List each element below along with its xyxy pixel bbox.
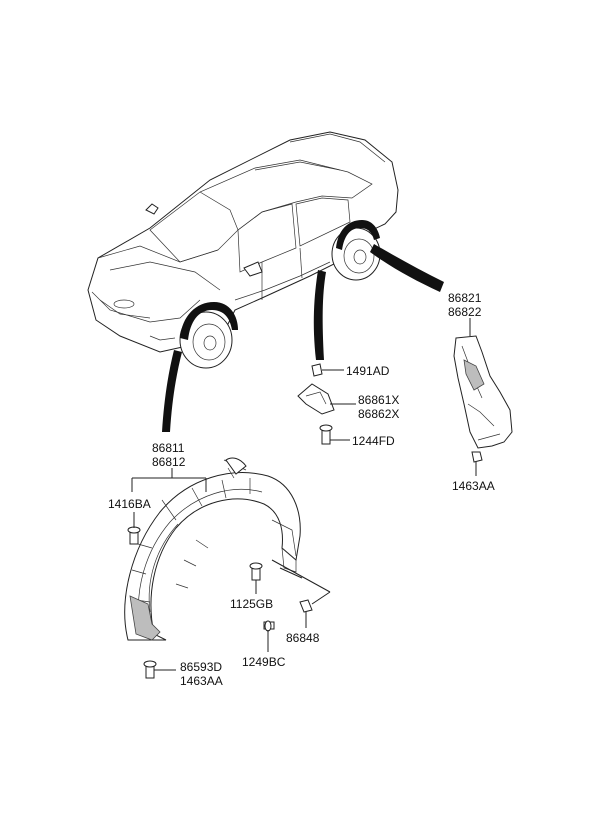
label-bottom-2: 1463AA bbox=[180, 674, 223, 688]
label-screw-left: 1416BA bbox=[108, 497, 151, 511]
label-rear-liner-1: 86821 bbox=[448, 291, 482, 305]
vehicle-illustration bbox=[87, 131, 399, 369]
label-rear-liner-2: 86822 bbox=[448, 305, 482, 319]
bracket-assembly bbox=[297, 363, 335, 445]
rear-fender-liner bbox=[453, 335, 513, 449]
label-bolt-bracket: 1244FD bbox=[352, 434, 395, 448]
fasteners bbox=[127, 451, 483, 679]
label-front-liner-2: 86812 bbox=[152, 455, 186, 469]
label-clip-top: 1491AD bbox=[346, 364, 390, 378]
label-screw-1125: 1125GB bbox=[230, 597, 273, 611]
front-fender-liner bbox=[124, 457, 301, 641]
label-clip-86848: 86848 bbox=[286, 631, 320, 645]
label-screw-1249: 1249BC bbox=[242, 655, 286, 669]
part-labels: 86811 86812 86821 86822 1463AA 1491AD 86… bbox=[108, 291, 495, 688]
label-bracket-2: 86862X bbox=[358, 407, 399, 421]
label-front-liner-1: 86811 bbox=[152, 441, 185, 455]
label-bottom-1: 86593D bbox=[180, 660, 222, 674]
label-nut-rear: 1463AA bbox=[452, 479, 495, 493]
leader-lines bbox=[131, 318, 477, 671]
callout-arrows bbox=[162, 244, 444, 432]
label-bracket-1: 86861X bbox=[358, 393, 399, 407]
